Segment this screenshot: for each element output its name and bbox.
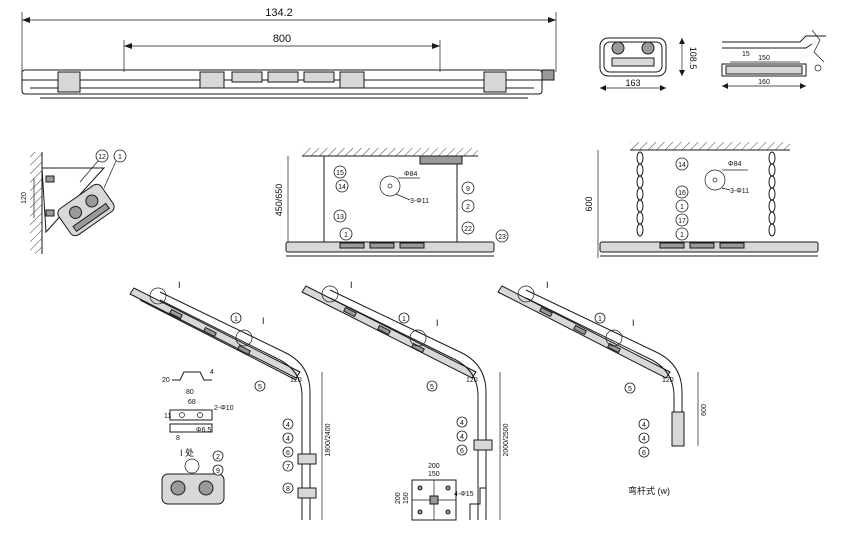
pole-mount-view-3: I I 120 600 1 5 4 4 6 弯杆式 (w): [497, 280, 708, 496]
svg-text:1: 1: [402, 316, 406, 323]
overall-length-label: 134.2: [265, 7, 293, 19]
balloon-2: 2: [466, 204, 470, 211]
chain-holes: 3-Φ11: [730, 188, 749, 195]
ceiling-phi84: Φ84: [404, 171, 417, 178]
bracket-holes: 2-Φ10: [214, 405, 234, 412]
pole1-I-a: I: [178, 280, 181, 290]
height-label: 108.5: [688, 47, 698, 70]
svg-text:150: 150: [403, 492, 410, 504]
ceiling-hang-label: 450/650: [274, 184, 284, 217]
balloon-ch-14: 14: [678, 162, 686, 169]
balloon-14: 14: [338, 184, 346, 191]
balloon-15: 15: [336, 170, 344, 177]
side-a-label: 150: [758, 55, 770, 62]
svg-text:5: 5: [430, 384, 434, 391]
svg-text:20: 20: [162, 377, 170, 384]
wall-mount-view: 120 12 1: [21, 149, 127, 254]
chain-left: [636, 151, 644, 237]
detail-balloon-9: 9: [216, 468, 220, 475]
svg-text:1: 1: [118, 154, 122, 161]
pole1-balloon-6: 6: [286, 450, 290, 457]
svg-text:I: I: [546, 280, 549, 290]
pole1-balloon-4a: 4: [286, 422, 290, 429]
svg-text:4: 4: [642, 436, 646, 443]
balloon-ch-1b: 1: [680, 232, 684, 239]
pole1-balloon-1: 1: [234, 316, 238, 323]
svg-text:80: 80: [186, 389, 194, 396]
fixture-side-section: 160 150 15: [721, 29, 826, 89]
pole-mount-view-1: I I 120 1800/2400 1 5 4 4 6 7 8: [129, 280, 332, 520]
svg-text:4: 4: [460, 434, 464, 441]
svg-text:150: 150: [428, 471, 440, 478]
svg-text:1: 1: [598, 316, 602, 323]
pole2-height: 2000/2500: [503, 423, 510, 456]
bracket-phi: Φ6.5: [196, 427, 211, 434]
ceiling-suspension-view: 450/650 Φ84 3-Φ11 15 14 13 1 9 2 22 23: [274, 148, 509, 257]
svg-text:8: 8: [176, 435, 180, 442]
pole1-bend-r: 120: [290, 377, 302, 384]
svg-text:200: 200: [428, 463, 440, 470]
balloon-13: 13: [336, 214, 344, 221]
balloon-23: 23: [498, 234, 506, 241]
svg-text:4: 4: [642, 422, 646, 429]
svg-text:I: I: [350, 280, 353, 290]
side-b-label: 160: [758, 79, 770, 86]
balloon-1-ceiling: 1: [344, 232, 348, 239]
bracket-detail: 20 4 80 68 11 2-Φ10 Φ6.5 8 I 处 2 9: [161, 369, 234, 505]
svg-text:120: 120: [662, 377, 674, 384]
pole1-balloon-7: 7: [286, 464, 290, 471]
balloon-ch-1a: 1: [680, 204, 684, 211]
svg-text:120: 120: [466, 377, 478, 384]
chain-right: [768, 151, 776, 237]
svg-text:4: 4: [460, 420, 464, 427]
balloon-ch-16: 16: [678, 190, 686, 197]
balloon-9: 9: [466, 186, 470, 193]
fixture-end-view: 163 108.5: [599, 37, 698, 91]
pole3-height: 600: [701, 404, 708, 416]
svg-text:200: 200: [395, 492, 402, 504]
detail-I-label: I 处: [180, 447, 194, 458]
svg-text:6: 6: [642, 450, 646, 457]
balloon-ch-17: 17: [678, 218, 686, 225]
chain-phi84: Φ84: [728, 161, 741, 168]
detail-balloon-2: 2: [216, 454, 220, 461]
side-c-label: 15: [742, 51, 750, 58]
svg-text:12: 12: [98, 154, 106, 161]
fixture-elevation-view: 134.2 800: [21, 7, 557, 99]
balloon-1: [113, 149, 127, 163]
wall-120-label: 120: [21, 192, 28, 204]
pole1-balloon-5: 5: [258, 384, 262, 391]
svg-text:I: I: [632, 318, 635, 328]
balloon-12: [95, 149, 109, 163]
balloon-22: 22: [464, 226, 472, 233]
span-label: 800: [273, 33, 291, 45]
svg-text:68: 68: [188, 399, 196, 406]
pole1-balloon-8: 8: [286, 486, 290, 493]
svg-text:11: 11: [164, 413, 171, 420]
svg-text:4: 4: [210, 369, 214, 376]
pole1-height: 1800/2400: [325, 423, 332, 456]
chain-hang-label: 600: [584, 196, 594, 211]
ceiling-holes: 3-Φ11: [410, 198, 429, 205]
pole-caption: 弯杆式 (w): [628, 485, 670, 496]
pole1-I-b: I: [262, 316, 265, 326]
base-holes: 4-Φ15: [454, 491, 474, 498]
chain-suspension-view: 600 Φ84 3-Φ11 14 16 1 17 1: [584, 142, 819, 258]
pole-mount-view-2: I I 120 2000/2500 1 5 4 4 6 200 150 200 …: [301, 280, 510, 521]
svg-text:5: 5: [628, 386, 632, 393]
svg-text:6: 6: [460, 448, 464, 455]
width-label: 163: [625, 78, 640, 88]
svg-text:I: I: [436, 318, 439, 328]
pole1-balloon-4b: 4: [286, 436, 290, 443]
